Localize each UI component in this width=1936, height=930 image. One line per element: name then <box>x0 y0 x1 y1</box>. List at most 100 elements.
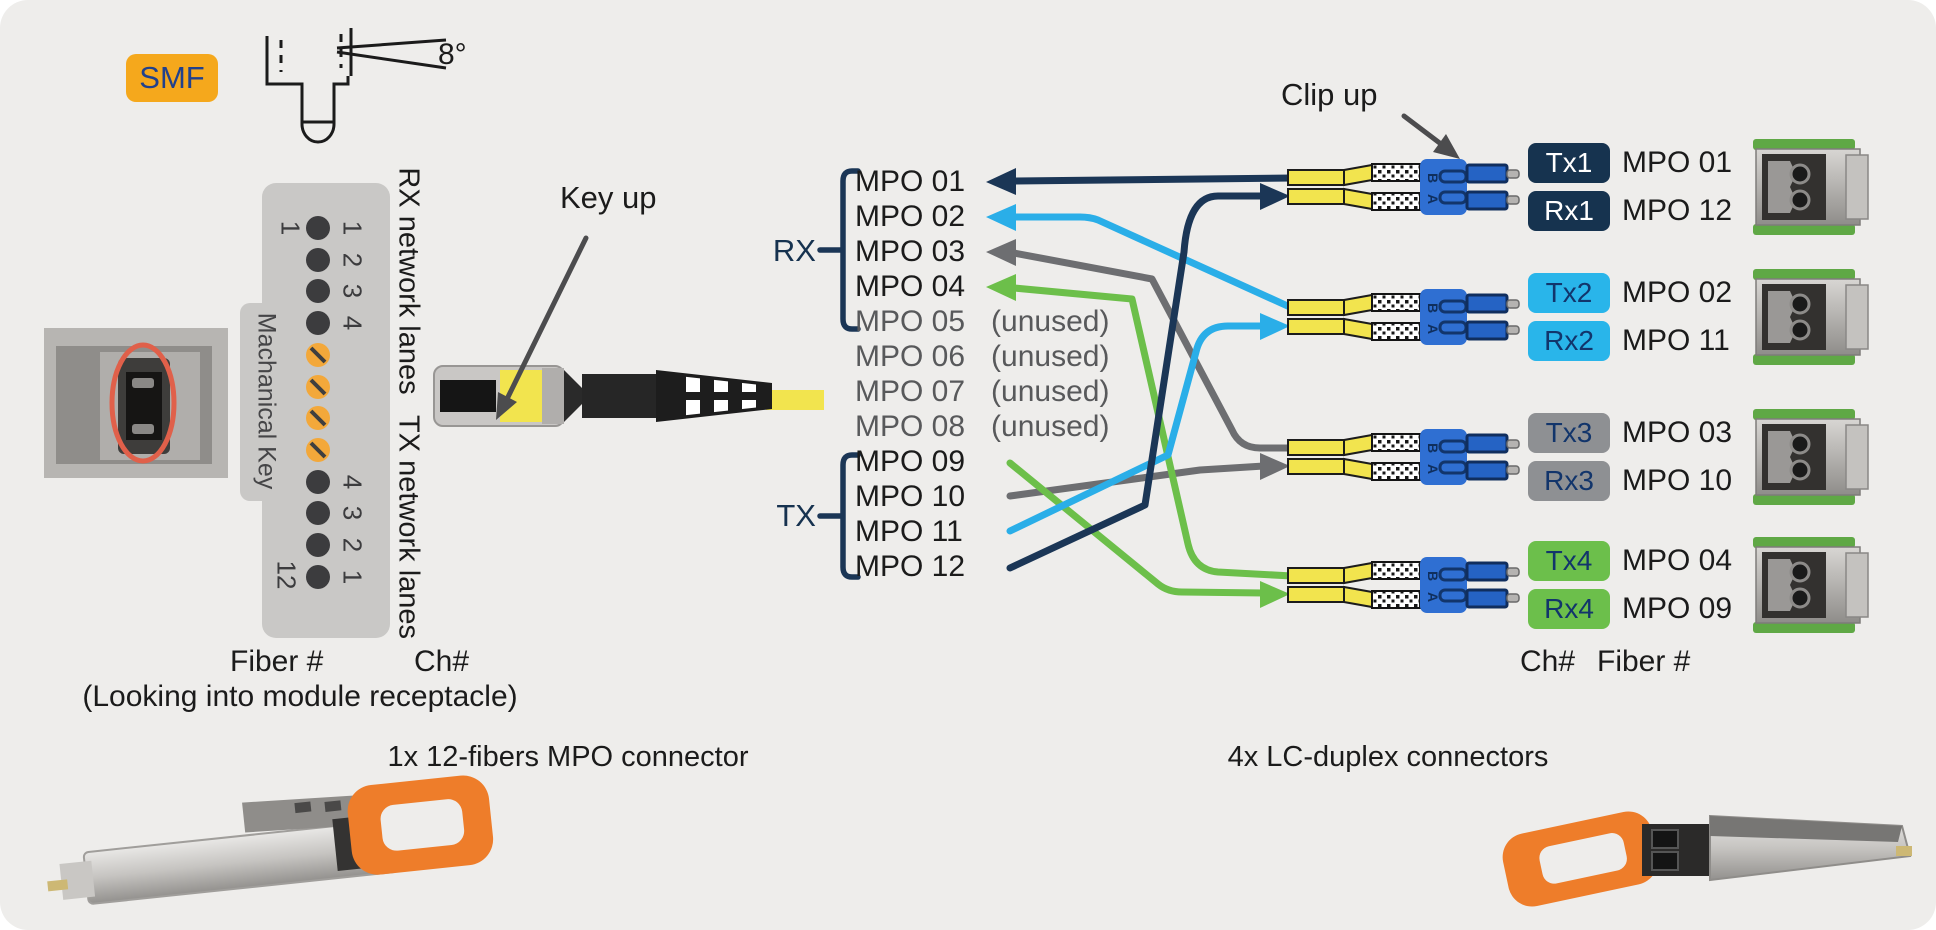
tx-fiber-dots <box>306 470 330 589</box>
tx-network-lanes-label: TX network lanes <box>392 414 425 640</box>
arrow-ch3-rx <box>986 239 1016 266</box>
line-ch4-rx <box>1010 284 1296 580</box>
module-receptacle-photo <box>44 328 228 478</box>
mpo-fiber-row: MPO 11 <box>855 513 989 551</box>
mpo-boot-ridges <box>686 374 756 418</box>
right-fiber-col-label: Fiber # <box>1597 645 1691 678</box>
mpo-fiber-row: MPO 01 <box>855 163 991 201</box>
mpo-fiber-note: (unused) <box>991 340 1110 373</box>
mpo-fiber-label: MPO 05 <box>855 305 966 338</box>
clip-up-label: Clip up <box>1281 77 1378 112</box>
arrow-ch4-tx <box>1260 581 1290 608</box>
mpo-fiber-row: MPO 09 <box>855 443 991 481</box>
rx2-fiber-label: MPO 11 <box>1622 324 1730 357</box>
line-ch1-tx <box>1006 192 1268 572</box>
mechanical-key-label: Machanical Key <box>252 312 281 490</box>
rx3-fiber-label: MPO 10 <box>1622 464 1733 497</box>
fiber-number-first: 1 <box>275 220 306 236</box>
arrow-ch4-rx <box>986 274 1016 301</box>
mpo-fiber-label: MPO 02 <box>855 200 966 233</box>
tx-ch-number: 1 <box>337 569 368 585</box>
trunk-cable <box>766 390 824 410</box>
arrow-ch2-tx <box>1260 313 1290 340</box>
rx1-fiber-label: MPO 12 <box>1622 194 1733 227</box>
tx2-fiber-label: MPO 02 <box>1622 276 1733 309</box>
tx1-badge: Tx1 <box>1528 143 1610 183</box>
key-up-arrow <box>505 235 589 400</box>
mpo-fiber-row: MPO 10 <box>855 478 991 516</box>
mpo-fiber-label: MPO 07 <box>855 375 966 408</box>
tx1-fiber-label: MPO 01 <box>1622 146 1733 179</box>
polish-angle-label: 8° <box>438 38 467 71</box>
smf-badge: SMF <box>126 54 218 102</box>
tx3-fiber-label: MPO 03 <box>1622 416 1733 449</box>
ferrule-angle-sketch <box>265 28 447 144</box>
line-ch2-tx <box>1006 322 1268 535</box>
mpo-fiber-row: MPO 04 <box>855 268 991 306</box>
mpo-fiber-label: MPO 03 <box>855 235 966 268</box>
lc-connectors-caption: 4x LC-duplex connectors <box>1227 741 1549 773</box>
mpo-fiber-row: MPO 12 <box>855 548 991 586</box>
annotation-arrows <box>496 113 1460 420</box>
mpo-fiber-note: (unused) <box>991 375 1110 408</box>
line-ch2-rx <box>1010 213 1296 312</box>
rx-ch-number: 3 <box>337 283 368 299</box>
arrow-ch1-rx <box>986 168 1016 195</box>
group-brackets <box>817 168 861 580</box>
tx-ch-number: 4 <box>337 474 368 490</box>
receptacle-highlight-ellipse <box>109 342 177 464</box>
rx-bracket <box>817 168 861 332</box>
rx4-fiber-label: MPO 09 <box>1622 592 1733 625</box>
rx2-badge: Rx2 <box>1528 321 1610 361</box>
arrow-ch2-rx <box>986 204 1016 231</box>
mpo-receptacle-panel <box>240 183 390 638</box>
tx4-badge: Tx4 <box>1528 541 1610 581</box>
mpo-fiber-row: MPO 07 (unused) <box>855 373 1109 411</box>
fiber-number-last: 12 <box>271 560 302 590</box>
mpo-fiber-row: MPO 02 <box>855 198 991 236</box>
rx3-badge: Rx3 <box>1528 461 1610 501</box>
rx-ch-number: 1 <box>337 220 368 236</box>
left-ch-col-label: Ch# <box>414 645 470 678</box>
mpo-fiber-label: MPO 01 <box>855 165 966 198</box>
key-up-label: Key up <box>560 180 657 215</box>
mpo-fiber-label: MPO 08 <box>855 410 966 443</box>
mpo-fiber-row: MPO 05 (unused) <box>855 303 1109 341</box>
mpo-fiber-label: MPO 09 <box>855 445 966 478</box>
line-ch1-rx <box>1010 174 1296 185</box>
tx4-fiber-label: MPO 04 <box>1622 544 1733 577</box>
tx-ch-number: 3 <box>337 505 368 521</box>
left-fiber-col-label: Fiber # <box>230 645 324 678</box>
mpo-fiber-row: MPO 08 (unused) <box>855 408 1109 446</box>
line-ch3-tx <box>1006 462 1268 500</box>
looking-into-receptacle-caption: (Looking into module receptacle) <box>82 680 518 713</box>
mpo-fiber-note: (unused) <box>991 305 1110 338</box>
right-ch-col-label: Ch# <box>1520 645 1576 678</box>
line-ch4-tx <box>1006 459 1268 597</box>
qsfp-photo-left <box>47 775 494 905</box>
mpo-fiber-label: MPO 12 <box>855 550 966 583</box>
rx-ch-number: 4 <box>337 315 368 331</box>
tx-ch-number: 2 <box>337 537 368 553</box>
arrow-ch3-tx <box>1260 453 1290 480</box>
rx-ch-number: 2 <box>337 252 368 268</box>
rx-group-label: RX <box>772 233 816 268</box>
tx2-badge: Tx2 <box>1528 273 1610 313</box>
mpo-fiber-label: MPO 06 <box>855 340 966 373</box>
mpo-fiber-label: MPO 11 <box>855 515 963 548</box>
mpo-fiber-row: MPO 06 (unused) <box>855 338 1109 376</box>
line-ch3-rx <box>1010 249 1296 452</box>
qsfp-photo-right <box>1502 811 1912 907</box>
rx-network-lanes-label: RX network lanes <box>392 167 425 395</box>
unused-dot-slashes <box>309 346 327 459</box>
mpo-fiber-note: (unused) <box>991 410 1110 443</box>
tx-bracket <box>817 452 861 580</box>
arrow-ch1-tx <box>1260 183 1290 210</box>
rx1-badge: Rx1 <box>1528 191 1610 231</box>
tx3-badge: Tx3 <box>1528 413 1610 453</box>
mpo-connector-drawing <box>433 365 824 427</box>
tx-group-label: TX <box>776 498 816 533</box>
mpo-connector-caption: 1x 12-fibers MPO connector <box>387 741 749 773</box>
